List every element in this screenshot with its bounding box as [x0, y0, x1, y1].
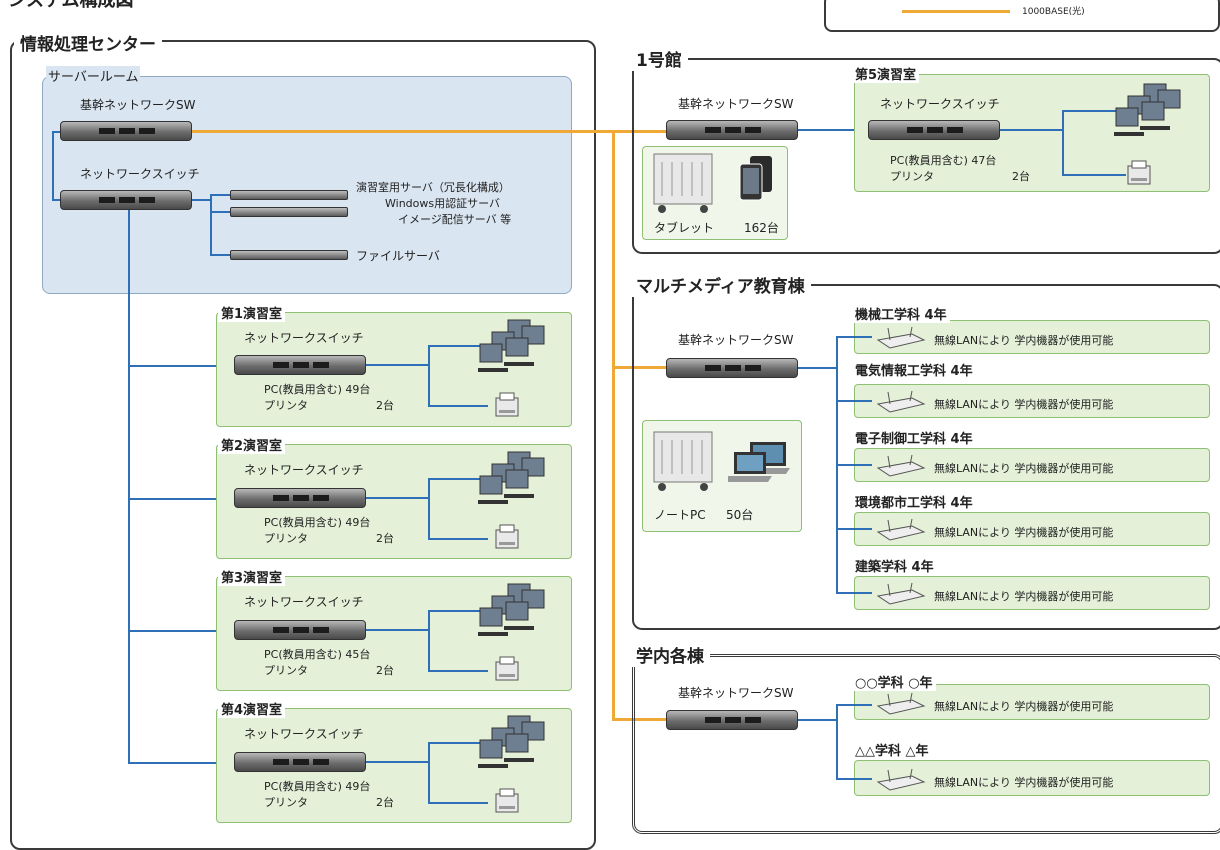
legend-fiber-label: 1000BASE(光)	[1022, 7, 1085, 17]
dept-2-wireless: 無線LANにより 学内機器が使用可能	[934, 398, 1114, 411]
campus-backbone-switch-icon	[666, 710, 798, 730]
lab-4-printer-count: 2台	[376, 796, 394, 809]
pc-cluster-icon	[478, 451, 545, 504]
lab-5-switch-label: ネットワークスイッチ	[880, 97, 1000, 111]
server-icon	[230, 207, 348, 217]
printer-icon	[495, 392, 519, 417]
lab-5-switch-icon	[868, 120, 1000, 140]
cart-icon	[653, 431, 713, 491]
lab-3-switch-label: ネットワークスイッチ	[244, 595, 364, 609]
lab-2-switch-icon	[234, 488, 366, 508]
wireless-ap-icon	[876, 326, 926, 349]
server-desc-1: 演習室用サーバ（冗長化構成）	[356, 181, 510, 194]
laptop-icon	[728, 442, 790, 482]
printer-icon	[495, 788, 519, 813]
legend-fiber-line	[902, 10, 1010, 13]
server-desc-3: イメージ配信サーバ 等	[398, 213, 512, 226]
server-switch-icon	[60, 190, 192, 210]
lab-2-printer-count: 2台	[376, 532, 394, 545]
dept-4-wireless: 無線LANにより 学内機器が使用可能	[934, 526, 1114, 539]
campus-backbone-label: 基幹ネットワークSW	[678, 686, 794, 700]
lab-1-printer-count: 2台	[376, 399, 394, 412]
wireless-ap-icon	[876, 582, 926, 605]
file-server-icon	[230, 250, 348, 260]
dept-5-title: 建築学科 4年	[852, 556, 937, 575]
bldg1-title: 1号館	[630, 46, 688, 71]
pc-cluster-icon	[478, 715, 545, 768]
dept-3-title: 電子制御工学科 4年	[852, 428, 976, 447]
campus-frame	[632, 654, 1220, 834]
lab-1-switch-label: ネットワークスイッチ	[244, 331, 364, 345]
dept-2-title: 電気情報工学科 4年	[852, 360, 976, 379]
lab-4-pc: PC(教員用含む) 49台	[264, 780, 371, 793]
lab-3-printer: プリンタ	[264, 664, 308, 677]
printer-icon	[495, 524, 519, 549]
lab-5-printer-count: 2台	[1012, 170, 1030, 183]
notepc-count: 50台	[726, 508, 754, 522]
campus-dept-2-wireless: 無線LANにより 学内機器が使用可能	[934, 776, 1114, 789]
dept-5-wireless: 無線LANにより 学内機器が使用可能	[934, 590, 1114, 603]
lab-1-switch-icon	[234, 355, 366, 375]
dept-1-wireless: 無線LANにより 学内機器が使用可能	[934, 334, 1114, 347]
diagram-title: システム構成図	[8, 0, 134, 11]
lab-2-pc: PC(教員用含む) 49台	[264, 516, 371, 529]
wireless-ap-icon	[876, 454, 926, 477]
dept-4-title: 環境都市工学科 4年	[852, 492, 976, 511]
lab-3-title: 第3演習室	[218, 567, 286, 586]
lab-2-switch-label: ネットワークスイッチ	[244, 463, 364, 477]
wireless-ap-icon	[876, 390, 926, 413]
printer-icon	[1127, 160, 1151, 185]
dept-3-wireless: 無線LANにより 学内機器が使用可能	[934, 462, 1114, 475]
lab-5-printer: プリンタ	[890, 170, 934, 183]
multimedia-backbone-label: 基幹ネットワークSW	[678, 333, 794, 347]
server-desc-2: Windows用認証サーバ	[385, 197, 500, 210]
multimedia-title: マルチメディア教育棟	[630, 272, 811, 297]
multimedia-backbone-switch-icon	[666, 358, 798, 378]
lab-4-switch-icon	[234, 752, 366, 772]
campus-dept-1-title: ○○学科 ○年	[852, 672, 936, 691]
center-title: 情報処理センター	[14, 30, 162, 55]
bldg1-backbone-label: 基幹ネットワークSW	[678, 97, 794, 111]
server-switch-label: ネットワークスイッチ	[80, 167, 200, 181]
bldg1-frame	[632, 58, 1220, 254]
lab-3-printer-count: 2台	[376, 664, 394, 677]
pc-cluster-icon	[478, 319, 545, 372]
notepc-label: ノートPC	[654, 508, 706, 522]
lab-5-pc: PC(教員用含む) 47台	[890, 154, 997, 167]
lab-3-pc: PC(教員用含む) 45台	[264, 648, 371, 661]
printer-icon	[495, 656, 519, 681]
cart-icon	[653, 153, 713, 213]
campus-dept-2-title: △△学科 △年	[852, 740, 932, 759]
server-room-title: サーバールーム	[46, 66, 141, 85]
lab-1-printer: プリンタ	[264, 399, 308, 412]
tablet-icon	[739, 156, 772, 201]
lab-4-printer: プリンタ	[264, 796, 308, 809]
legend-box: 1000BASE(光)	[824, 0, 1220, 32]
lab-5-title: 第5演習室	[852, 64, 920, 83]
lab-2-title: 第2演習室	[218, 435, 286, 454]
lab-1-title: 第1演習室	[218, 303, 286, 322]
backbone-switch-icon	[60, 121, 192, 141]
file-server-label: ファイルサーバ	[356, 249, 440, 263]
dept-1-title: 機械工学科 4年	[852, 304, 950, 323]
tablet-label: タブレット	[654, 221, 715, 235]
tablet-count: 162台	[744, 221, 779, 235]
bldg1-backbone-switch-icon	[666, 120, 798, 140]
wireless-ap-icon	[876, 518, 926, 541]
campus-title: 学内各棟	[630, 642, 710, 667]
lab-4-switch-label: ネットワークスイッチ	[244, 727, 364, 741]
lab-2-printer: プリンタ	[264, 532, 308, 545]
server-icon	[230, 190, 348, 200]
pc-cluster-icon	[478, 583, 545, 636]
wireless-ap-icon	[876, 768, 926, 791]
multimedia-frame	[632, 284, 1220, 630]
lab-1-pc: PC(教員用含む) 49台	[264, 383, 371, 396]
campus-dept-1-wireless: 無線LANにより 学内機器が使用可能	[934, 700, 1114, 713]
wireless-ap-icon	[876, 692, 926, 715]
backbone-label: 基幹ネットワークSW	[80, 98, 196, 112]
lab-3-switch-icon	[234, 620, 366, 640]
lab-4-title: 第4演習室	[218, 699, 286, 718]
pc-cluster-icon	[1114, 83, 1181, 136]
